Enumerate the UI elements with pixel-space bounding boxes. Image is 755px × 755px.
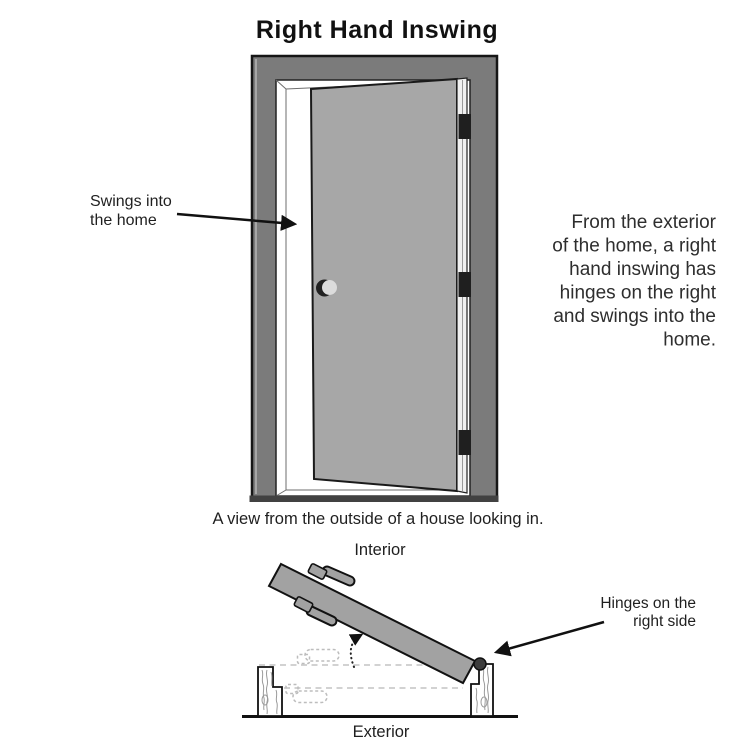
page-title: Right Hand Inswing xyxy=(256,16,498,44)
swing-annotation: Swings into the home xyxy=(90,193,298,231)
front-view-caption: A view from the outside of a house looki… xyxy=(212,510,543,528)
description-line1: From the exterior xyxy=(571,212,716,233)
hinge-arrow xyxy=(493,620,605,657)
front-view-illustration xyxy=(249,54,499,502)
plan-door xyxy=(267,562,477,685)
ghost-handle-lever-bottom xyxy=(292,690,328,704)
exterior-label: Exterior xyxy=(353,723,410,741)
description-line4: hinges on the right xyxy=(560,283,717,304)
plan-door-handle-exterior xyxy=(293,596,338,627)
hinge-label-line2: right side xyxy=(633,613,696,630)
hinge-bottom xyxy=(458,430,471,455)
left-jamb xyxy=(257,666,283,717)
hinge-middle xyxy=(458,272,471,297)
swing-label-line1: Swings into xyxy=(90,193,172,210)
description-line5: and swings into the xyxy=(553,306,716,327)
swing-arrow xyxy=(176,212,298,231)
description-line3: hand inswing has xyxy=(569,259,716,280)
plan-hinge-dot xyxy=(473,657,487,671)
hinge-top xyxy=(458,114,471,139)
ghost-handle-lever-top xyxy=(304,648,340,662)
door-knob xyxy=(316,279,337,297)
ghost-handle-rosette-bottom xyxy=(285,683,299,695)
plan-view-illustration xyxy=(242,562,518,718)
description-line2: of the home, a right xyxy=(552,236,716,257)
description-line6: home. xyxy=(663,330,716,351)
description-text: From the exterior of the home, a right h… xyxy=(552,212,716,351)
door-sill xyxy=(249,495,499,502)
swing-label-line2: the home xyxy=(90,212,157,229)
swing-arc-arrow xyxy=(348,633,364,668)
plan-door-handle-interior xyxy=(307,563,356,587)
ghost-handle-rosette-top xyxy=(296,653,311,665)
right-jamb xyxy=(470,663,494,717)
interior-label: Interior xyxy=(354,541,406,559)
hinge-label-line1: Hinges on the xyxy=(600,595,696,612)
hinge-annotation: Hinges on the right side xyxy=(493,595,696,657)
